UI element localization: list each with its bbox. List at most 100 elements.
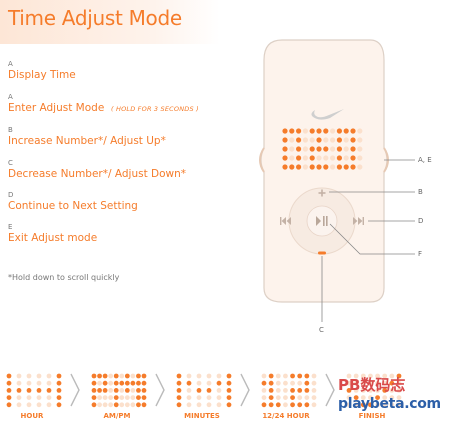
stage-dot xyxy=(102,395,108,400)
step-label: Decrease Number*/ Adjust Down* xyxy=(8,168,187,180)
stage-dot xyxy=(113,380,119,386)
stage-dot xyxy=(389,388,395,393)
stage-dot xyxy=(136,402,141,408)
step-decrease: C Decrease Number*/ Adjust Down* xyxy=(8,159,186,180)
stage-dot xyxy=(290,388,295,393)
stage-dot xyxy=(304,373,310,379)
stage-dot xyxy=(206,373,212,379)
stage-dot xyxy=(382,388,388,393)
led-dot xyxy=(343,164,349,170)
led-dot xyxy=(296,155,302,161)
led-dot xyxy=(282,164,288,170)
stage-display xyxy=(346,373,402,408)
led-dot xyxy=(357,164,363,170)
stage-display xyxy=(176,373,232,408)
led-dot xyxy=(343,146,349,152)
stage-dot xyxy=(375,373,380,379)
stage-dot xyxy=(119,402,125,408)
page-title: Time Adjust Mode xyxy=(8,6,182,30)
stage-dot xyxy=(6,380,12,386)
stage-dot xyxy=(311,402,317,408)
stage-dot xyxy=(275,402,281,408)
led-dot xyxy=(357,146,363,152)
stage-dot xyxy=(91,373,97,379)
led-dot xyxy=(309,137,315,143)
stage-dot xyxy=(304,402,310,408)
stage-dot xyxy=(382,395,388,400)
led-dot xyxy=(296,164,302,170)
led-dot xyxy=(296,146,302,152)
stage-dot xyxy=(360,402,366,408)
step-exit: E Exit Adjust mode xyxy=(8,223,97,244)
stage-dot xyxy=(396,373,402,379)
stage-dot xyxy=(346,380,352,386)
stage-dot xyxy=(124,402,130,408)
stage-label-1224: 12/24 HOUR xyxy=(262,412,310,420)
stage-dot xyxy=(136,373,141,379)
stage-dot xyxy=(6,395,12,400)
stage-display xyxy=(91,373,147,408)
minus-icon xyxy=(318,251,326,255)
led-dot xyxy=(336,137,342,143)
led-dot xyxy=(289,128,295,134)
skip-forward-icon xyxy=(353,217,364,225)
stage-dot xyxy=(353,402,359,408)
stage-display xyxy=(261,373,317,408)
stage-dot xyxy=(97,380,102,386)
stage-dot xyxy=(141,395,147,400)
stage-dot xyxy=(311,388,317,393)
stage-dot xyxy=(268,373,274,379)
stage-dot xyxy=(91,395,97,400)
stage-dot xyxy=(130,395,136,400)
callout-f: F xyxy=(418,250,423,258)
stage-dot xyxy=(26,402,32,408)
stage-dot xyxy=(375,380,380,386)
step-letter: C xyxy=(8,159,14,167)
stage-dot xyxy=(6,388,12,393)
stage-dot xyxy=(389,395,395,400)
stage-dot xyxy=(304,380,310,386)
adjust-sequence xyxy=(6,373,402,408)
led-matrix-display xyxy=(282,128,363,170)
stage-label-finish: FINISH xyxy=(358,412,386,420)
stage-dot xyxy=(304,388,310,393)
led-dot xyxy=(309,164,315,170)
led-dot xyxy=(309,146,315,152)
stage-dot xyxy=(290,373,295,379)
stage-dot xyxy=(176,380,182,386)
stage-dot xyxy=(375,395,380,400)
stage-dot xyxy=(389,373,395,379)
step-continue: D Continue to Next Setting xyxy=(8,191,138,212)
chevron-right-icon xyxy=(325,373,335,407)
led-dot xyxy=(350,164,356,170)
stage-dot xyxy=(46,388,52,393)
stage-dot xyxy=(102,373,108,379)
stage-label-hour: HOUR xyxy=(20,412,44,420)
watermark: PB数码志 playbeta.com xyxy=(338,372,441,416)
stage-dot xyxy=(26,395,32,400)
play-pause-button xyxy=(306,205,338,237)
stage-dot xyxy=(396,402,402,408)
led-dot xyxy=(330,155,336,161)
callout-ae: A, E xyxy=(418,156,432,164)
stage-dot xyxy=(36,373,42,379)
led-dot xyxy=(282,146,288,152)
footnote: *Hold down to scroll quickly xyxy=(8,273,120,282)
stage-dot xyxy=(382,402,388,408)
stage-dot xyxy=(176,373,182,379)
stage-dot xyxy=(186,373,192,379)
step-label-text: Enter Adjust Mode xyxy=(8,102,105,114)
stage-dot xyxy=(16,388,22,393)
stage-dot xyxy=(275,388,281,393)
stage-dot xyxy=(186,388,192,393)
led-dot xyxy=(330,137,336,143)
stage-dot xyxy=(216,373,222,379)
stage-dot xyxy=(311,380,317,386)
stage-dot xyxy=(261,380,267,386)
led-dot xyxy=(330,146,336,152)
stage-dot xyxy=(124,373,130,379)
stage-dot xyxy=(141,388,147,393)
led-dot xyxy=(336,155,342,161)
led-dot xyxy=(282,137,288,143)
